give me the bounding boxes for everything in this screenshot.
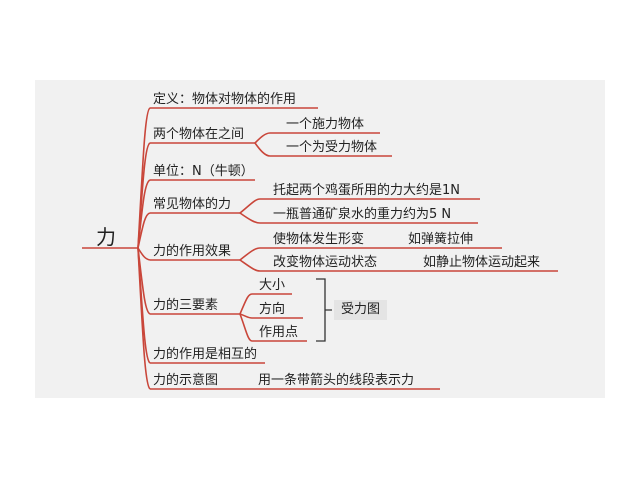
branch-unit: 单位：N（牛顿） [153,164,254,179]
group-bracket [316,278,332,342]
branch-two-objects: 两个物体在之间 [153,127,245,142]
leaf-motion-change: 改变物体运动状态 [273,255,378,270]
root-node: 力 [96,225,116,249]
note-arrow-segment: 用一条带箭头的线段表示力 [258,373,415,388]
example-start-moving: 如静止物体运动起来 [423,255,541,270]
leaf-deformation: 使物体发生形变 [273,232,365,247]
leaf-point-of-action: 作用点 [259,325,299,340]
branch-mutual: 力的作用是相互的 [153,347,258,362]
leaf-applier: 一个施力物体 [286,117,365,132]
branch-sketch: 力的示意图 [153,373,219,388]
edge-root-unit [137,179,151,249]
leaf-receiver: 一个为受力物体 [286,140,378,155]
edge-root-sketch [137,247,151,390]
edge-root-common-forces [137,212,151,249]
branch-definition: 定义：物体对物体的作用 [153,92,297,107]
leaf-magnitude: 大小 [259,278,286,293]
example-spring: 如弹簧拉伸 [408,232,474,247]
branch-effects: 力的作用效果 [153,244,232,259]
branch-common-forces: 常见物体的力 [153,197,232,212]
leaf-direction: 方向 [259,302,286,317]
group-label-force-diagram: 受力图 [334,300,388,320]
edge-root-effects [137,247,151,261]
leaf-water-bottle-weight: 一瓶普通矿泉水的重力约为5 N [273,207,452,222]
branch-three-elements: 力的三要素 [153,298,219,313]
leaf-eggs-force: 托起两个鸡蛋所用的力大约是1N [273,183,460,198]
